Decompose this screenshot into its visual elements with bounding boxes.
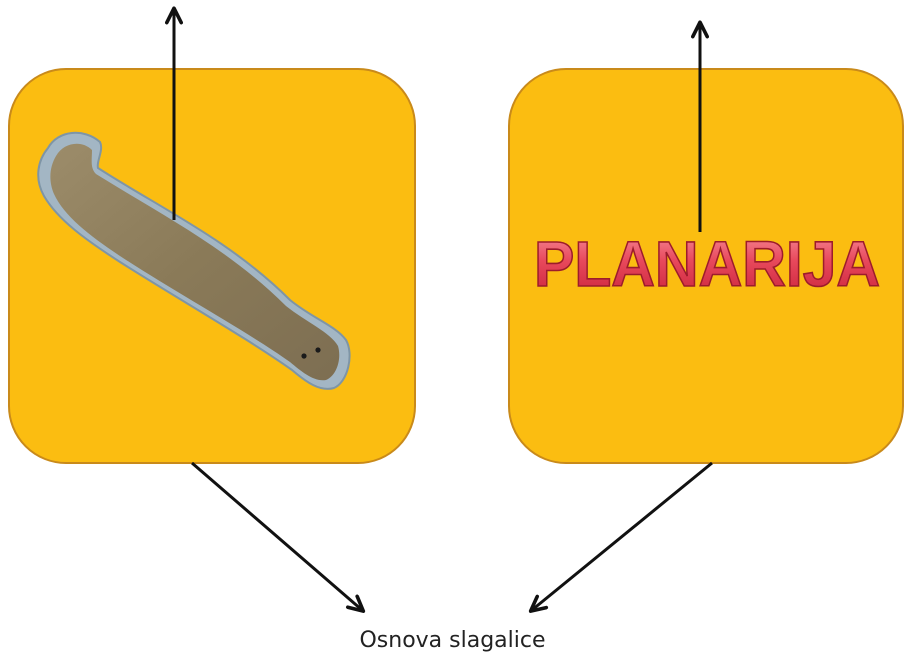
word-planarija: PLANARIJA [534,228,880,300]
arrow-down-right [532,463,712,610]
arrow-down-left [192,463,362,610]
puzzle-base-caption: Osnova slagalice [0,628,905,653]
planarian-image [38,133,349,389]
